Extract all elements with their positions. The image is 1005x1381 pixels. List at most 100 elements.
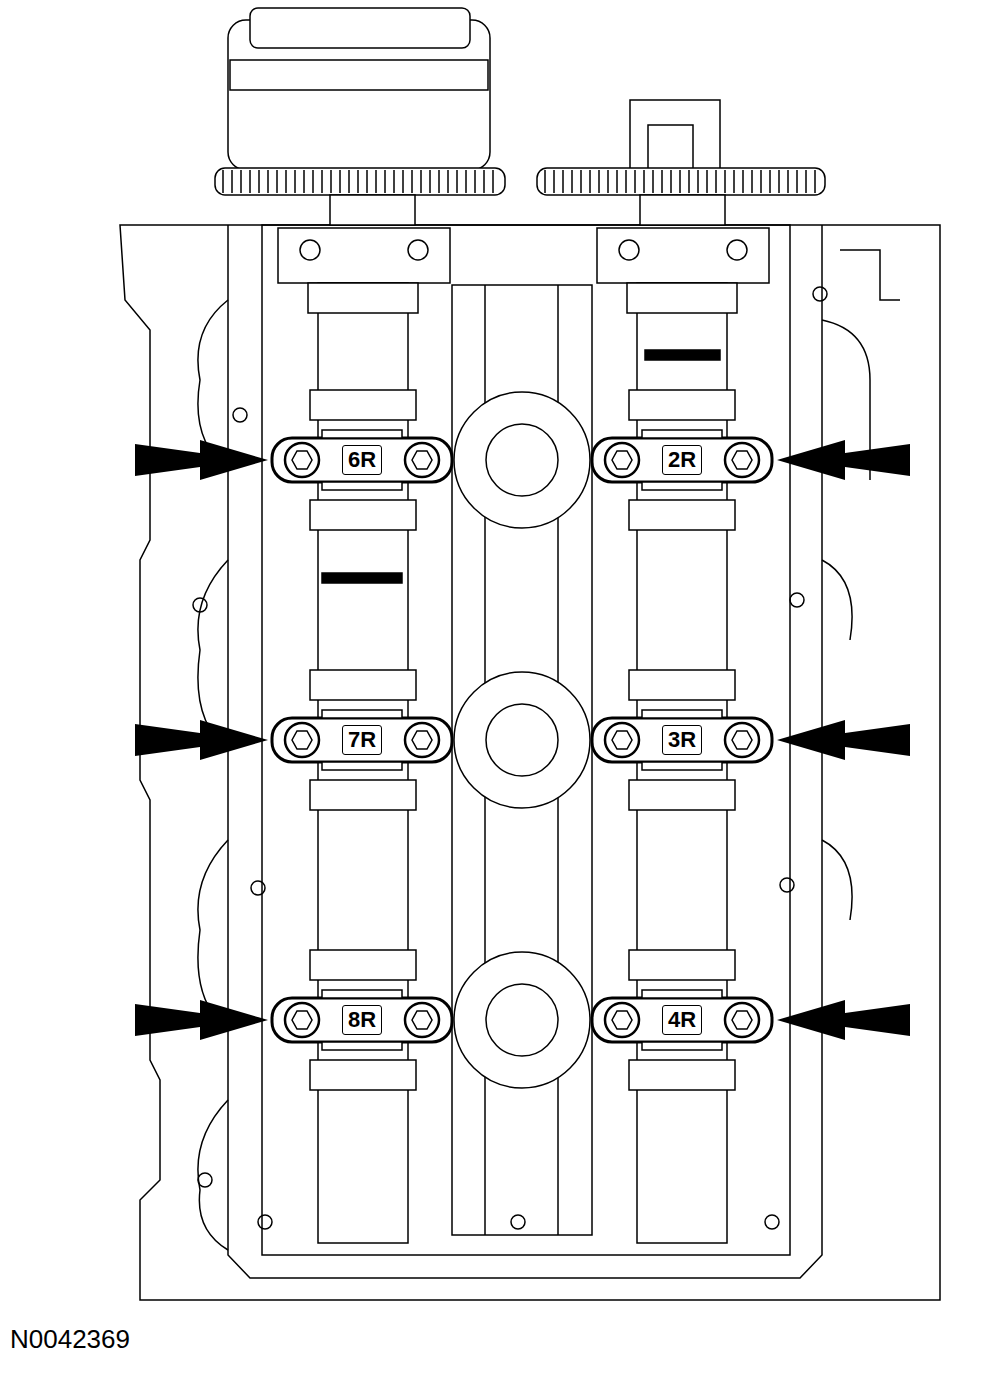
drawing-line bbox=[330, 195, 415, 225]
drawing-line bbox=[249, 170, 251, 193]
timing-mark bbox=[322, 573, 402, 583]
drawing-line bbox=[598, 170, 600, 193]
drawing-line bbox=[778, 170, 780, 193]
cap-bolt bbox=[725, 443, 759, 477]
drawing-line bbox=[727, 240, 747, 260]
drawing-line bbox=[544, 170, 546, 193]
bolt-hole bbox=[511, 1215, 525, 1229]
drawing-line bbox=[679, 170, 681, 193]
pointer-arrow bbox=[135, 1000, 268, 1040]
pointer-arrow bbox=[135, 720, 268, 760]
bearing-cap-label: 7R bbox=[342, 725, 382, 755]
drawing-line bbox=[483, 170, 485, 193]
drawing-line bbox=[465, 170, 467, 193]
cap-bolt bbox=[285, 443, 319, 477]
bearing-cap bbox=[592, 718, 772, 762]
drawing-line bbox=[751, 170, 753, 193]
cam-lobe bbox=[629, 309, 735, 311]
cam-lobe bbox=[310, 950, 416, 980]
drawing-line bbox=[742, 170, 744, 193]
pointer-arrow bbox=[777, 1000, 910, 1040]
camshaft bbox=[318, 283, 408, 1243]
drawing-line bbox=[240, 170, 242, 193]
drawing-line bbox=[357, 170, 359, 193]
drawing-line bbox=[429, 170, 431, 193]
drawing-line bbox=[589, 170, 591, 193]
drawing-line bbox=[670, 170, 672, 193]
drawing-line bbox=[607, 170, 609, 193]
drawing-line bbox=[339, 170, 341, 193]
drawing-line bbox=[571, 170, 573, 193]
cap-number: 2R bbox=[668, 447, 696, 472]
drawing-line bbox=[688, 170, 690, 193]
drawing-line bbox=[285, 170, 287, 193]
cap-bolt bbox=[285, 1003, 319, 1037]
drawing-line bbox=[366, 170, 368, 193]
drawing-line bbox=[814, 170, 816, 193]
drawing-line bbox=[322, 430, 402, 438]
drawing-line bbox=[642, 430, 722, 438]
drawing-line bbox=[308, 283, 418, 313]
sprocket bbox=[537, 168, 825, 195]
drawing-line bbox=[322, 482, 402, 490]
drawing-line bbox=[322, 762, 402, 770]
drawing-line bbox=[456, 170, 458, 193]
drawing-line bbox=[627, 283, 737, 313]
cap-number: 6R bbox=[348, 447, 376, 472]
drawing-line bbox=[411, 170, 413, 193]
drawing-line bbox=[384, 170, 386, 193]
bearing-cap bbox=[272, 998, 452, 1042]
drawing-line bbox=[322, 990, 402, 998]
bearing-cap bbox=[272, 718, 452, 762]
bolt-hole bbox=[813, 287, 827, 301]
drawing-line bbox=[619, 240, 639, 260]
bolt-hole bbox=[251, 881, 265, 895]
bearing-cap-label: 2R bbox=[662, 445, 702, 475]
drawing-line bbox=[447, 170, 449, 193]
drawing-line bbox=[492, 170, 494, 193]
cap-number: 4R bbox=[668, 1007, 696, 1032]
cap-bolt bbox=[292, 1011, 312, 1029]
cap-number: 3R bbox=[668, 727, 696, 752]
cam-lobe bbox=[310, 780, 416, 810]
head-outline bbox=[120, 225, 940, 1300]
drawing-line bbox=[258, 170, 260, 193]
cap-bolt bbox=[605, 1003, 639, 1037]
drawing-line bbox=[562, 170, 564, 193]
plug-boss bbox=[454, 392, 590, 528]
drawing-line bbox=[724, 170, 726, 193]
cap-bolt bbox=[292, 451, 312, 469]
plug-boss bbox=[454, 952, 590, 1088]
drawing-line bbox=[408, 240, 428, 260]
cam-lobe bbox=[629, 1060, 735, 1090]
boss bbox=[630, 100, 720, 170]
drawing-line bbox=[348, 170, 350, 193]
bearing-cap bbox=[272, 438, 452, 482]
cap-bolt bbox=[412, 451, 432, 469]
drawing-line bbox=[231, 170, 233, 193]
drawing-line bbox=[321, 170, 323, 193]
drawing-line bbox=[276, 170, 278, 193]
front-tower bbox=[278, 228, 450, 283]
cap-number: 8R bbox=[348, 1007, 376, 1032]
cap-bolt bbox=[732, 451, 752, 469]
drawing-line bbox=[796, 170, 798, 193]
plug-hole bbox=[486, 704, 558, 776]
cap-bolt bbox=[612, 1011, 632, 1029]
drawing-line bbox=[640, 195, 725, 225]
timing-mark bbox=[645, 350, 720, 360]
cam-lobe bbox=[310, 390, 416, 420]
drawing-line bbox=[250, 8, 470, 48]
plug-hole bbox=[486, 984, 558, 1056]
drawing-line bbox=[643, 170, 645, 193]
drawing-line bbox=[769, 170, 771, 193]
cap-bolt bbox=[725, 723, 759, 757]
bearing-cap-label: 8R bbox=[342, 1005, 382, 1035]
bolt-hole bbox=[790, 593, 804, 607]
cap-bolt bbox=[292, 731, 312, 749]
pointer-arrow bbox=[135, 440, 268, 480]
drawing-line bbox=[375, 170, 377, 193]
head-inner bbox=[228, 225, 822, 1278]
camshaft bbox=[637, 283, 727, 1243]
cap-bolt bbox=[405, 443, 439, 477]
